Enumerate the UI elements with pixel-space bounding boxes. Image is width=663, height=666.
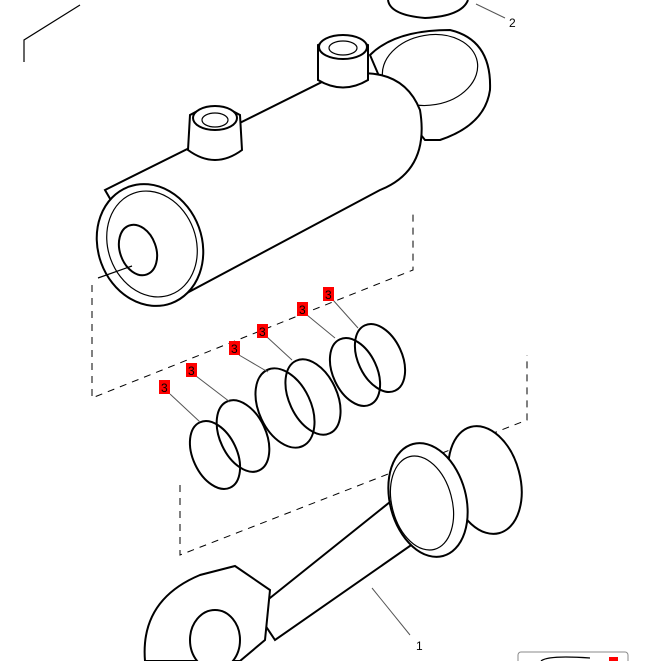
seal-callouts: 3 3 3 3 3 3 (159, 287, 334, 395)
callout-1: 1 (416, 639, 423, 653)
svg-text:3: 3 (299, 303, 306, 317)
svg-text:3: 3 (188, 364, 195, 378)
frame-corner (23, 4, 81, 62)
seal-set (188, 323, 407, 490)
thumbnail-marker (609, 657, 618, 665)
cylinder-barrel (95, 28, 492, 307)
svg-text:3: 3 (161, 381, 168, 395)
thumbnail-icon (540, 656, 591, 662)
svg-text:3: 3 (259, 325, 266, 339)
callout-2: 2 (509, 16, 516, 30)
top-ring-part (387, 0, 469, 20)
piston-rod (143, 425, 523, 666)
svg-text:3: 3 (231, 342, 238, 356)
svg-text:3: 3 (325, 288, 332, 302)
